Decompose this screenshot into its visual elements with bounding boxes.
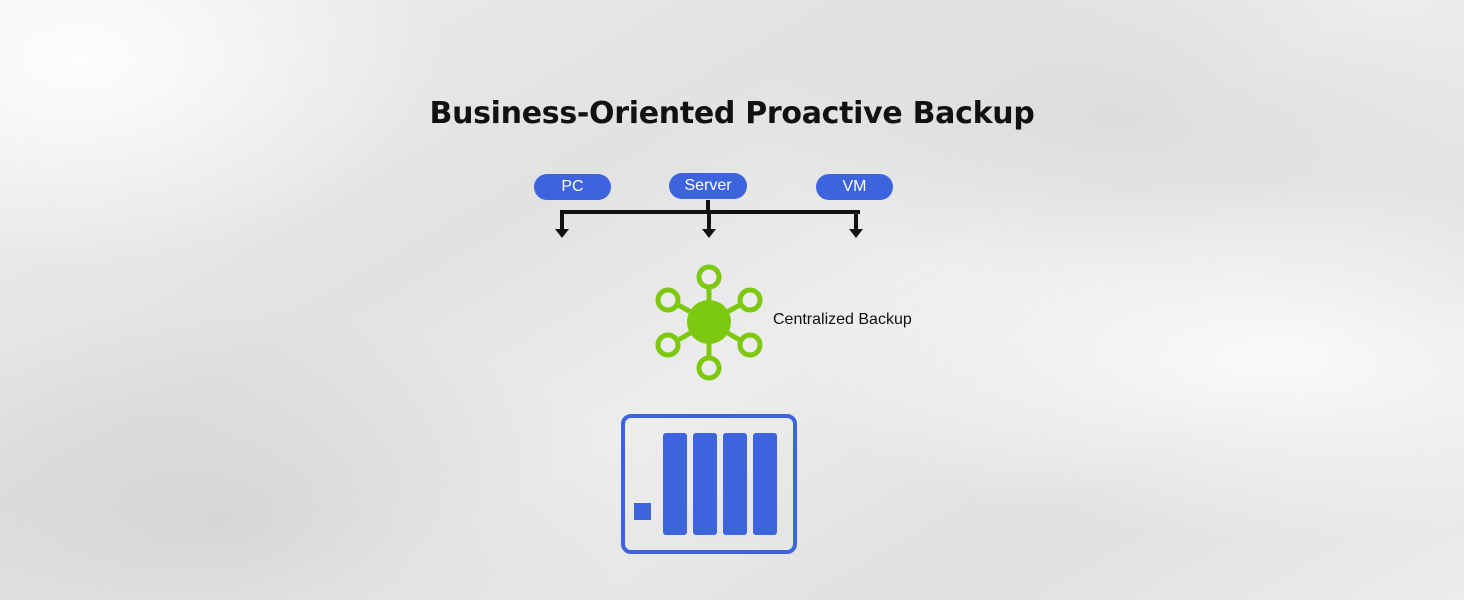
- arrow-down-icon: [555, 229, 569, 238]
- arrow-down-icon: [702, 229, 716, 238]
- source-pc-badge: PC: [534, 174, 611, 200]
- source-vm-badge: VM: [816, 174, 893, 200]
- page-title: Business-Oriented Proactive Backup: [429, 96, 1035, 131]
- arrow-down-icon: [849, 229, 863, 238]
- source-server-badge: Server: [669, 173, 747, 199]
- connector-lines: [560, 200, 860, 230]
- network-hub-icon: [655, 264, 763, 381]
- centralized-backup-label: Centralized Backup: [773, 311, 912, 328]
- nas-device-icon: [621, 414, 797, 554]
